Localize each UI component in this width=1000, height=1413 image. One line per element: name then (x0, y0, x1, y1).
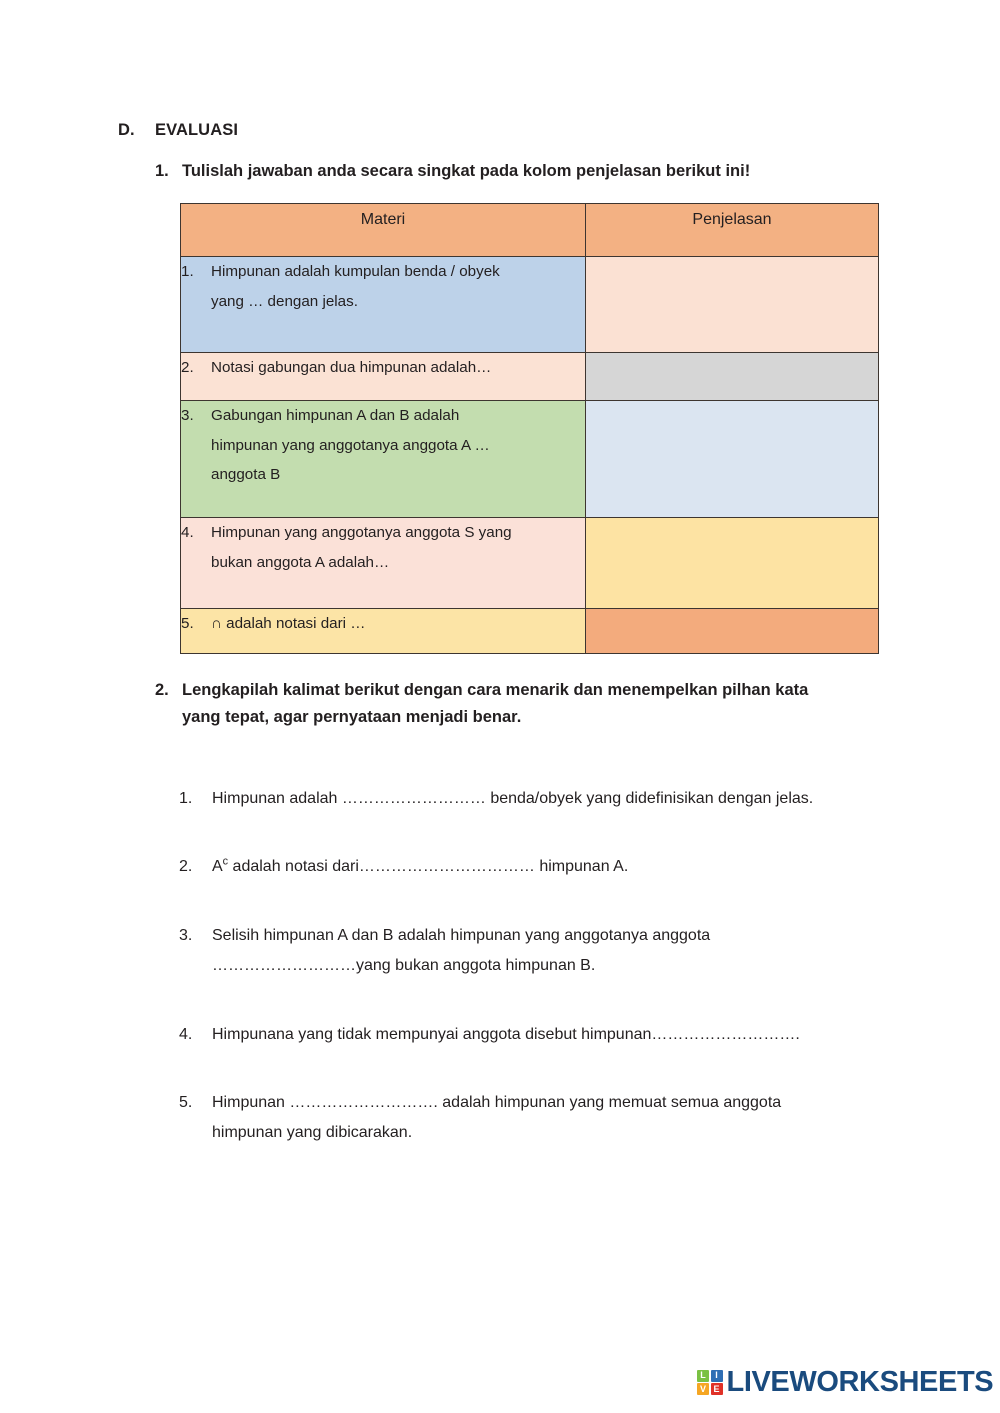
table-header-row: Materi Penjelasan (180, 203, 879, 257)
logo-tile-l: L (697, 1369, 709, 1382)
materi-number-5: 5. (181, 615, 194, 632)
materi-line-4a: Himpunan yang anggotanya anggota S yang (211, 524, 512, 541)
table-row: 5. ∩ adalah notasi dari … (180, 608, 879, 654)
instruction-1-number: 1. (155, 162, 169, 180)
list-item: 2. Ac adalah notasi dari…………………………… himp… (179, 852, 919, 882)
instruction-2-number: 2. (155, 681, 169, 699)
question-list: 1. Himpunan adalah ……………………… benda/obyek… (179, 784, 919, 1187)
materi-cell-5: 5. ∩ adalah notasi dari … (180, 608, 586, 654)
list-item: 4. Himpunana yang tidak mempunyai anggot… (179, 1020, 919, 1050)
materi-number-4: 4. (181, 524, 194, 541)
liveworksheets-logo[interactable]: L I V E LIVEWORKSHEETS (697, 1366, 994, 1399)
question-5-line-2: himpunan yang dibicarakan. (212, 1124, 413, 1142)
section-heading: D. EVALUASI (118, 121, 238, 140)
penjelasan-answer-5[interactable] (585, 608, 879, 654)
header-materi: Materi (180, 203, 586, 257)
materi-cell-4: 4. Himpunan yang anggotanya anggota S ya… (180, 517, 586, 609)
materi-line-5a: ∩ adalah notasi dari … (211, 615, 366, 632)
materi-cell-3: 3. Gabungan himpunan A dan B adalah himp… (180, 400, 586, 518)
question-2-symbol-base: A (212, 858, 223, 876)
penjelasan-answer-4[interactable] (585, 517, 879, 609)
question-3-line-1: Selisih himpunan A dan B adalah himpunan… (212, 926, 711, 944)
instruction-2: 2. Lengkapilah kalimat berikut dengan ca… (155, 677, 895, 730)
materi-text-3: 3. Gabungan himpunan A dan B adalah himp… (181, 401, 585, 490)
materi-number-1: 1. (181, 263, 194, 280)
question-1-line-1: Himpunan adalah ……………………… benda/obyek ya… (212, 790, 814, 807)
instruction-1-text: Tulislah jawaban anda secara singkat pad… (182, 162, 751, 180)
materi-text-2: 2. Notasi gabungan dua himpunan adalah… (181, 353, 585, 383)
question-3-number: 3. (179, 926, 193, 944)
header-penjelasan: Penjelasan (585, 203, 879, 257)
materi-cell-2: 2. Notasi gabungan dua himpunan adalah… (180, 352, 586, 401)
question-5-number: 5. (179, 1093, 193, 1111)
table-row: 4. Himpunan yang anggotanya anggota S ya… (180, 517, 879, 609)
materi-number-2: 2. (181, 359, 194, 376)
list-item: 3. Selisih himpunan A dan B adalah himpu… (179, 921, 919, 982)
materi-line-2a: Notasi gabungan dua himpunan adalah… (211, 359, 492, 376)
materi-line-3c: anggota B (211, 466, 281, 484)
penjelasan-answer-1[interactable] (585, 256, 879, 353)
materi-text-4: 4. Himpunan yang anggotanya anggota S ya… (181, 518, 585, 577)
materi-line-3a: Gabungan himpunan A dan B adalah (211, 407, 460, 424)
instruction-2-text: Lengkapilah kalimat berikut dengan cara … (155, 677, 895, 730)
logo-tile-i: I (710, 1369, 723, 1382)
question-1-number: 1. (179, 790, 193, 807)
question-4-line-1: Himpunana yang tidak mempunyai anggota d… (212, 1025, 800, 1043)
section-letter: D. (118, 121, 135, 139)
materi-line-3b: himpunan yang anggotanya anggota A … (211, 436, 490, 454)
table-row: 2. Notasi gabungan dua himpunan adalah… (180, 352, 879, 401)
question-2-superscript: c (222, 856, 229, 869)
question-2-line-1: adalah notasi dari…………………………… himpunan A… (228, 858, 629, 876)
materi-text-1: 1. Himpunan adalah kumpulan benda / obye… (181, 257, 585, 316)
evaluation-table: Materi Penjelasan 1. Himpunan adalah kum… (180, 203, 879, 654)
materi-line-4b: bukan anggota A adalah… (211, 553, 390, 571)
penjelasan-answer-3[interactable] (585, 400, 879, 518)
list-item: 1. Himpunan adalah ……………………… benda/obyek… (179, 784, 919, 814)
section-title: EVALUASI (155, 121, 239, 139)
penjelasan-answer-2[interactable] (585, 352, 879, 401)
question-2-number: 2. (179, 858, 193, 876)
instruction-2-line-2: yang tepat, agar pernyataan menjadi bena… (182, 707, 522, 726)
materi-text-5: 5. ∩ adalah notasi dari … (181, 609, 585, 639)
instruction-1: 1. Tulislah jawaban anda secara singkat … (155, 158, 915, 185)
materi-number-3: 3. (181, 407, 194, 424)
materi-line-1b: yang … dengan jelas. (211, 292, 358, 310)
question-3-line-2: ………………………yang bukan anggota himpunan B. (212, 957, 596, 975)
logo-wordmark: LIVEWORKSHEETS (726, 1366, 994, 1398)
logo-tile-v: V (697, 1383, 709, 1396)
instruction-2-line-1: Lengkapilah kalimat berikut dengan cara … (182, 681, 809, 699)
table-row: 1. Himpunan adalah kumpulan benda / obye… (180, 256, 879, 353)
question-4-number: 4. (179, 1025, 193, 1043)
logo-tile-e: E (710, 1383, 723, 1396)
materi-line-1a: Himpunan adalah kumpulan benda / obyek (211, 263, 500, 280)
question-5-line-1: Himpunan ………………………. adalah himpunan yang… (212, 1093, 782, 1111)
table-row: 3. Gabungan himpunan A dan B adalah himp… (180, 400, 879, 518)
list-item: 5. Himpunan ………………………. adalah himpunan y… (179, 1088, 919, 1149)
materi-cell-1: 1. Himpunan adalah kumpulan benda / obye… (180, 256, 586, 353)
logo-tiles-icon: L I V E (697, 1369, 723, 1396)
